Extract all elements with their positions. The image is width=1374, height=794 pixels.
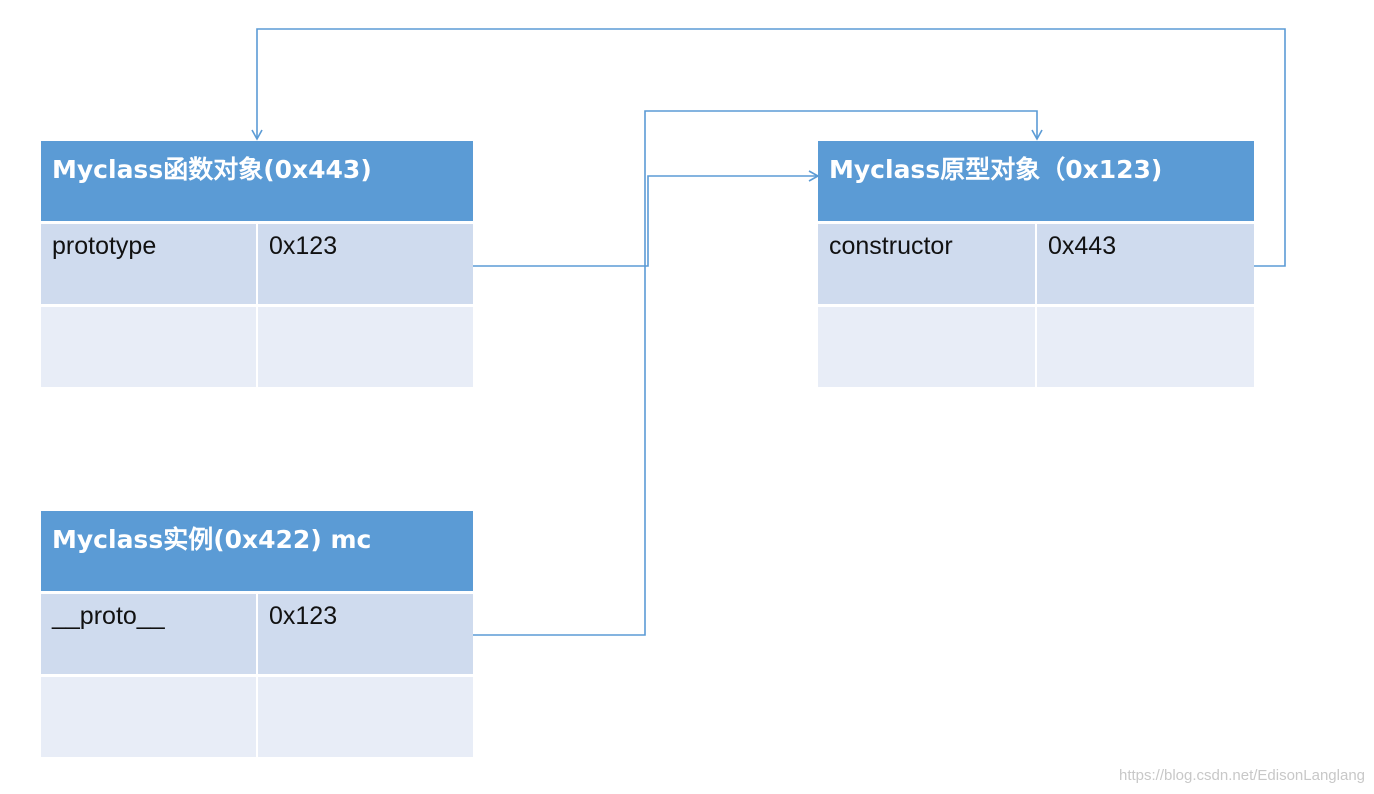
empty-cell (258, 307, 473, 387)
table-row: constructor 0x443 (818, 224, 1254, 304)
instance-proto-key: __proto__ (41, 594, 256, 674)
empty-cell (1037, 307, 1254, 387)
function-object-title: Myclass函数对象(0x443) (41, 141, 473, 221)
arrow-constructor-to-function-object (251, 28, 1286, 267)
table-row (41, 307, 473, 387)
empty-cell (41, 677, 256, 757)
watermark: https://blog.csdn.net/EdisonLanglang (1118, 767, 1365, 784)
prototype-object-constructor-key: constructor (818, 224, 1035, 304)
prototype-object-constructor-value: 0x443 (1037, 224, 1254, 304)
table-row: prototype 0x123 (41, 224, 473, 304)
empty-cell (41, 307, 256, 387)
instance-table: Myclass实例(0x422) mc __proto__ 0x123 (41, 511, 473, 757)
function-object-table: Myclass函数对象(0x443) prototype 0x123 (41, 141, 473, 387)
prototype-object-table: Myclass原型对象（0x123) constructor 0x443 (818, 141, 1254, 387)
empty-cell (818, 307, 1035, 387)
instance-title: Myclass实例(0x422) mc (41, 511, 473, 591)
empty-cell (258, 677, 473, 757)
table-row (41, 677, 473, 757)
arrow-prototype-to-prototype-object (473, 170, 820, 267)
function-object-prototype-value: 0x123 (258, 224, 473, 304)
table-row: __proto__ 0x123 (41, 594, 473, 674)
arrow-proto-to-prototype-object (473, 110, 1043, 636)
function-object-prototype-key: prototype (41, 224, 256, 304)
prototype-object-title: Myclass原型对象（0x123) (818, 141, 1254, 221)
instance-proto-value: 0x123 (258, 594, 473, 674)
table-row (818, 307, 1254, 387)
